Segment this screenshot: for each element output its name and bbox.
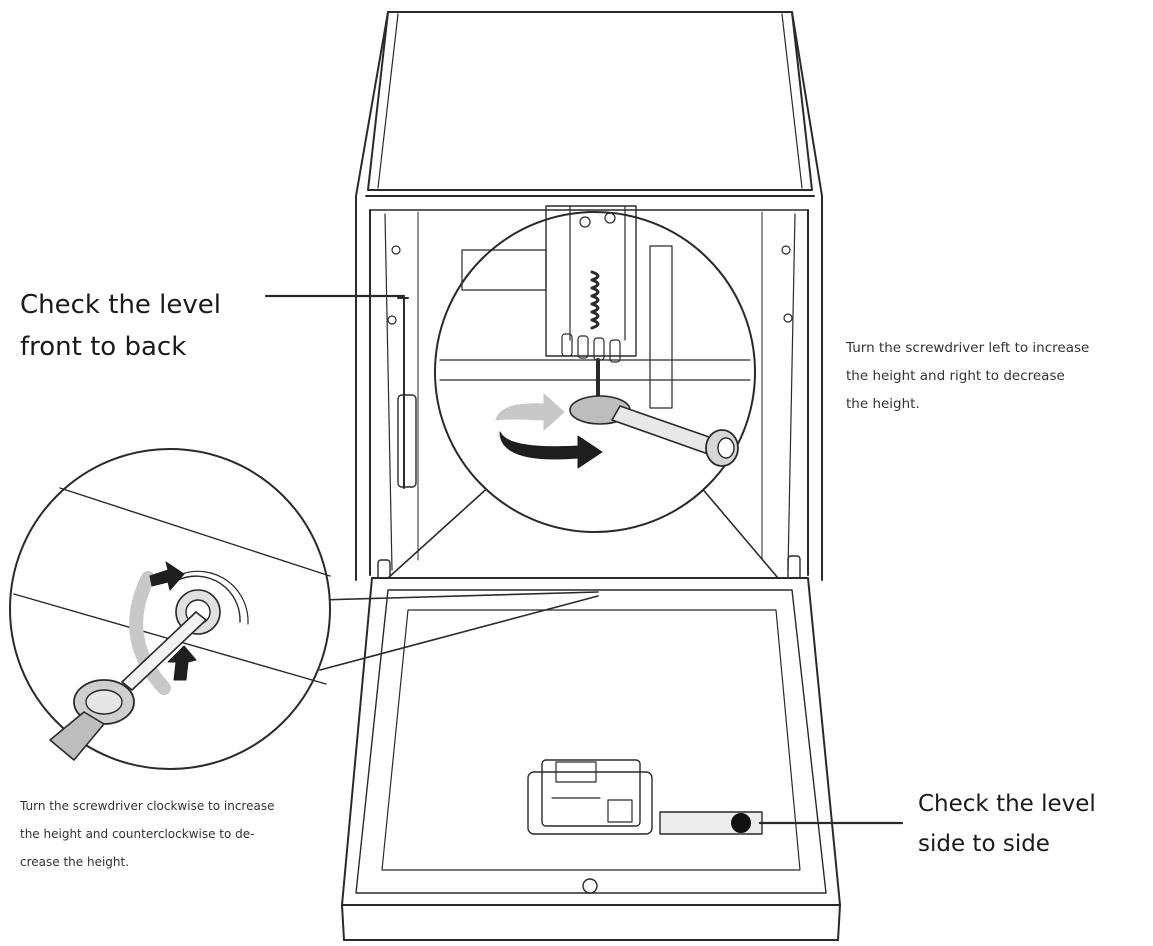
dark-rotation-arrow xyxy=(499,431,603,469)
label-screwdriver-left-right: Turn the screwdriver left to increase th… xyxy=(846,340,1090,412)
gray-rotation-arrow xyxy=(495,393,565,431)
label-screwdriver-clockwise: Turn the screwdriver clockwise to increa… xyxy=(20,799,275,869)
dishwasher-cabinet xyxy=(355,11,823,601)
lower-zoom-cone xyxy=(319,591,599,671)
label-check-level-front-back: Check the level front to back xyxy=(20,290,222,362)
upper-zoom-circle xyxy=(434,205,756,533)
spirit-level-side xyxy=(659,811,904,835)
label-check-level-side-side: Check the level side to side xyxy=(918,791,1096,857)
upper-zoom-cone xyxy=(387,483,779,579)
dishwasher-open-door xyxy=(341,577,841,941)
wrench xyxy=(569,395,739,467)
detergent-dispenser xyxy=(527,759,653,835)
lower-zoom-circle xyxy=(9,448,331,770)
dishwasher-top-panel xyxy=(365,11,815,197)
